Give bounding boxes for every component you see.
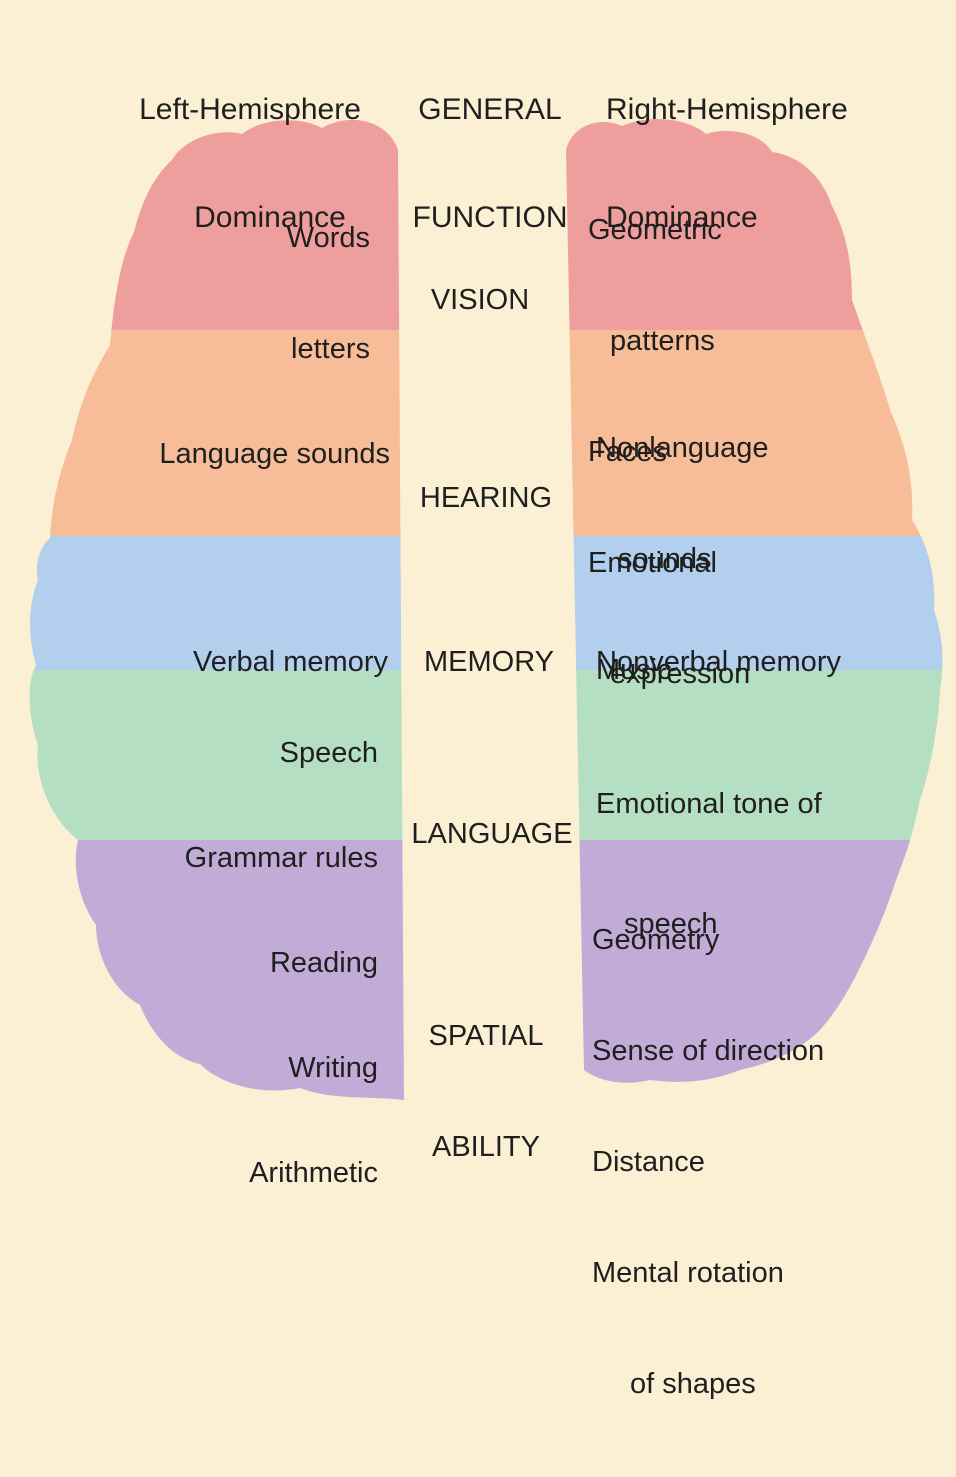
text-line: Geometry [592,922,922,959]
text-line: Reading [90,946,378,981]
text-line: Geometric [588,212,888,249]
text-line: Distance [592,1144,922,1181]
text-line: HEARING [400,480,572,517]
text-line: Arithmetic [90,1156,378,1191]
brain-lateralization-diagram: Left-Hemisphere Dominance GENERAL FUNCTI… [0,0,956,1114]
text-line: Grammar rules [90,841,378,876]
vision-function-label: VISION [400,208,560,393]
text-line: VISION [400,282,560,319]
text-line: Nonlanguage [596,430,896,467]
text-line: Nonverbal memory [596,644,916,681]
language-function-label: LANGUAGE [404,742,580,927]
text-line: Sense of direction [592,1033,922,1070]
text-line: patterns [588,323,888,360]
hearing-function-label: HEARING [400,406,572,591]
memory-function-label: MEMORY [404,570,574,755]
text-line: Language sounds [110,436,390,473]
text-line: Mental rotation [592,1255,922,1292]
header-line: Right-Hemisphere [606,92,906,128]
text-line: of shapes [592,1366,922,1403]
spatial-right-text: Geometry Sense of direction Distance Men… [592,848,922,1477]
header-line: GENERAL [390,92,590,128]
text-line: Emotional tone of [596,784,916,824]
text-line: Writing [90,1051,378,1086]
language-left-text: Speech Grammar rules Reading Writing Ari… [90,666,378,1261]
text-line: LANGUAGE [404,816,580,853]
text-line: Speech [90,736,378,771]
hearing-left-text: Language sounds [110,362,390,547]
spatial-function-label: SPATIAL ABILITY [406,944,566,1240]
text-line: MEMORY [404,644,574,681]
text-line: ABILITY [406,1129,566,1166]
header-line: Left-Hemisphere [100,92,400,128]
text-line: Words [150,220,370,257]
text-line: SPATIAL [406,1018,566,1055]
